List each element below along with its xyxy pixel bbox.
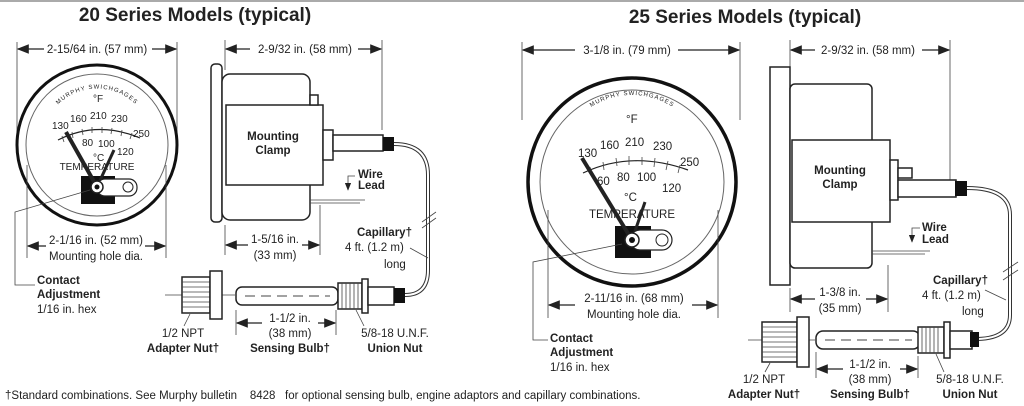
- panel-25-series: 25 Series Models (typical) 3-1/8 in. (79…: [521, 7, 1019, 401]
- dial-unit-f: °F: [626, 114, 638, 126]
- gauge-side-view: 2-9/32 in. (58 mm) Mounting Clamp Wire L…: [210, 40, 437, 297]
- f-tick: 130: [578, 148, 597, 160]
- depth-dim: 2-9/32 in. (58 mm): [258, 44, 352, 56]
- contact-label: Contact: [550, 333, 593, 345]
- dial-unit-c: °C: [93, 153, 104, 164]
- gauge-side-view: 2-9/32 in. (58 mm) Mounting Clamp Wire L…: [769, 40, 1019, 341]
- panel-title: 20 Series Models (typical): [79, 5, 311, 26]
- f-tick: 250: [133, 129, 150, 140]
- dial-name: TEMPERATURE: [589, 209, 675, 221]
- clamp-depth-dim: 1-5/16 in.: [251, 234, 299, 246]
- panel-20-series: 20 Series Models (typical) 2-15/64 in. (…: [14, 5, 437, 355]
- sensing-bulb-label: Sensing Bulb†: [830, 389, 910, 401]
- depth-dim: 2-9/32 in. (58 mm): [821, 45, 915, 57]
- wire-lead-label: Wire: [922, 222, 947, 234]
- wire-lead-label: Wire: [358, 169, 383, 181]
- bulb-length-dim: (38 mm): [269, 328, 312, 340]
- union-thread: 5/8-18 U.N.F.: [361, 328, 429, 340]
- f-tick: 210: [90, 111, 107, 122]
- adapter-nut-label: Adapter Nut†: [147, 343, 219, 355]
- c-tick: 80: [82, 138, 94, 149]
- c-tick: 120: [117, 147, 134, 158]
- gauge-front-view: MURPHY SWICHGAGES °F 130 160 210 230 250…: [526, 76, 738, 288]
- capillary-long: long: [384, 259, 406, 271]
- mounting-hole-dim: 2-1/16 in. (52 mm): [49, 235, 143, 247]
- dial-unit-f: °F: [93, 94, 103, 105]
- capillary-label: Capillary†: [357, 227, 412, 239]
- dial-unit-c: °C: [624, 192, 637, 204]
- contact-hex: 1/16 in. hex: [37, 304, 97, 316]
- overall-width-dim: 2-15/64 in. (57 mm): [47, 44, 148, 56]
- union-thread: 5/8-18 U.N.F.: [936, 374, 1004, 386]
- f-tick: 130: [52, 121, 69, 132]
- capillary-long: long: [962, 306, 984, 318]
- union-nut-label: Union Nut: [943, 389, 998, 401]
- f-tick: 230: [653, 141, 672, 153]
- mounting-hole-label: Mounting hole dia.: [49, 251, 143, 263]
- contact-hex: 1/16 in. hex: [550, 362, 610, 374]
- gauge-front-view: MURPHY SWICHGAGES °F 130 160 210 230 250…: [15, 63, 179, 227]
- f-tick: 160: [600, 140, 619, 152]
- panel-title: 25 Series Models (typical): [629, 7, 861, 28]
- f-tick: 230: [111, 114, 128, 125]
- c-tick: 80: [617, 172, 630, 184]
- adapter-nut-label: Adapter Nut†: [728, 389, 800, 401]
- f-tick: 210: [625, 137, 644, 149]
- bulb-length-dim: 1-1/2 in.: [269, 313, 311, 325]
- adapter-size: 1/2 NPT: [743, 374, 785, 386]
- clamp-label: Mounting: [247, 131, 299, 143]
- clamp-label: Clamp: [822, 179, 857, 191]
- clamp-label: Clamp: [255, 145, 290, 157]
- clamp-depth-dim: (33 mm): [254, 250, 297, 262]
- f-tick: 160: [70, 114, 87, 125]
- footnote: †Standard combinations. See Murphy bulle…: [5, 390, 640, 402]
- c-tick: 120: [662, 183, 681, 195]
- capillary-length: 4 ft. (1.2 m): [345, 242, 404, 254]
- bulb-length-dim: (38 mm): [849, 374, 892, 386]
- c-tick: 100: [98, 139, 115, 150]
- clamp-label: Mounting: [814, 165, 866, 177]
- wire-lead-label: Lead: [358, 180, 385, 192]
- adapter-size: 1/2 NPT: [162, 328, 204, 340]
- contact-label: Adjustment: [37, 289, 100, 301]
- wire-lead-label: Lead: [922, 234, 949, 246]
- clamp-depth-dim: 1-3/8 in.: [819, 287, 861, 299]
- sensing-bulb-assembly: 1-1/2 in. (38 mm) Sensing Bulb† 1/2 NPT …: [147, 270, 429, 355]
- contact-label: Contact: [37, 275, 80, 287]
- c-tick: 100: [637, 172, 656, 184]
- capillary-length: 4 ft. (1.2 m): [922, 290, 981, 302]
- mounting-hole-label: Mounting hole dia.: [587, 309, 681, 321]
- clamp-depth-dim: (35 mm): [819, 303, 862, 315]
- sensing-bulb-label: Sensing Bulb†: [250, 343, 330, 355]
- sensing-bulb-assembly: 1-1/2 in. (38 mm) Sensing Bulb† 1/2 NPT …: [728, 316, 1004, 401]
- contact-label: Adjustment: [550, 347, 613, 359]
- dial-name: TEMPERATURE: [60, 162, 135, 173]
- capillary-label: Capillary†: [933, 275, 988, 287]
- f-tick: 250: [680, 157, 699, 169]
- union-nut-label: Union Nut: [368, 343, 423, 355]
- bulb-length-dim: 1-1/2 in.: [849, 359, 891, 371]
- overall-width-dim: 3-1/8 in. (79 mm): [583, 45, 671, 57]
- mounting-hole-dim: 2-11/16 in. (68 mm): [584, 293, 684, 305]
